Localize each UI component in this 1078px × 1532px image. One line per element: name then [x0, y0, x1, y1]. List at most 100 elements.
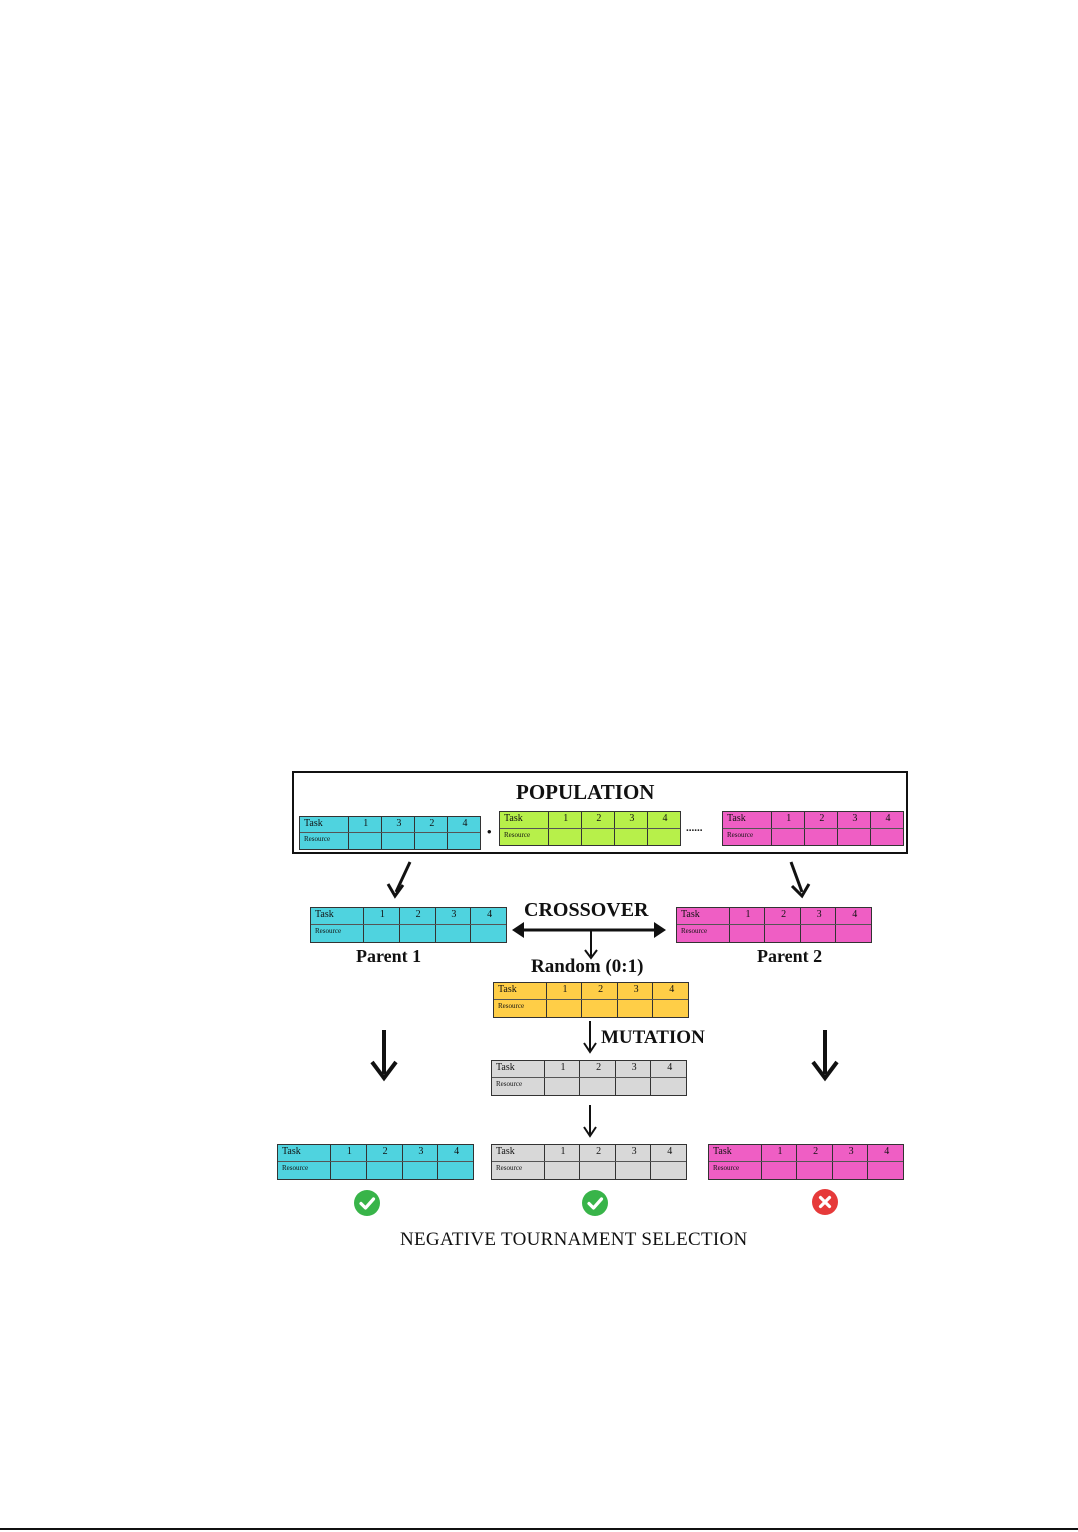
chromosome-resource-cell: [400, 925, 436, 942]
chromosome-resource-cell: [367, 1162, 403, 1179]
chromosome-gene: 1: [349, 817, 382, 832]
chromosome-gene: 2: [582, 812, 615, 828]
chromosome-gene: 4: [667, 1146, 673, 1157]
chromosome-task-label: Task: [709, 1145, 762, 1161]
chromosome-resource-cell: [833, 1162, 869, 1179]
population-title: POPULATION: [516, 780, 655, 804]
chromosome-gene: 2: [797, 1145, 833, 1161]
crossover-arrow-left-head: [512, 922, 524, 938]
arrow-to-parent1-head: [386, 883, 405, 899]
chromosome-gene: 1: [730, 908, 766, 924]
mutation-arrow-head: [583, 1042, 597, 1054]
chromosome-resource-cell: [436, 925, 472, 942]
chromosome-resource-label: Resource: [300, 833, 349, 849]
chromosome-gene: 3: [616, 1145, 652, 1161]
chromosome-gene: 4: [462, 818, 468, 829]
arrow-to-parent2: [789, 861, 804, 893]
chromosome-gene: 2: [580, 1061, 616, 1077]
chromosome-resource-label: Resource: [709, 1162, 762, 1179]
chromosome-gene: 4: [667, 1062, 673, 1073]
crossover-label: CROSSOVER: [524, 899, 649, 921]
chromosome-resource-cell: [331, 1162, 367, 1179]
chromosome-resource-cell: [349, 833, 382, 849]
selection-label: NEGATIVE TOURNAMENT SELECTION: [400, 1229, 748, 1250]
chromosome-task-label: Task: [677, 908, 730, 924]
chromosome-resource-cell: [797, 1162, 833, 1179]
chromosome-task-label: Task: [500, 812, 549, 828]
chromosome-gene: 2: [580, 1145, 616, 1161]
chromosome-task-label: Task: [300, 817, 349, 832]
population-box: [292, 771, 908, 854]
chromosome-task-label: Task: [311, 908, 364, 924]
chromosome-gene: 3: [618, 983, 654, 999]
chromosome-resource-cell: [382, 833, 415, 849]
arrow-to-parent2-head: [790, 883, 811, 899]
chromosome-gene: 2: [415, 817, 448, 832]
chromosome-gene: 1: [331, 1145, 367, 1161]
chromosome-gene: 1: [762, 1145, 798, 1161]
chromosome-gene: 1: [545, 1145, 581, 1161]
chromosome-resource-cell: [805, 828, 838, 845]
chromosome-resource-cell: [615, 828, 648, 845]
chromosome-gene: 1: [545, 1061, 581, 1077]
chromosome-resource-cell: [547, 1000, 583, 1017]
chromosome-task-label: Task: [723, 812, 772, 828]
crossover-arrow-right-head: [654, 922, 666, 938]
chromosome-gene: 2: [400, 908, 436, 924]
chromosome-resource-label: Resource: [494, 1000, 547, 1017]
chromosome-resource-cell: [580, 1162, 616, 1179]
chromosome-gene: 2: [582, 983, 618, 999]
chromosome-gene: 4: [669, 984, 675, 995]
bottom-rule: [0, 1528, 1078, 1530]
selection-arrow-left-head: [370, 1060, 398, 1082]
check-circle-icon: [582, 1190, 608, 1216]
chromosome-gene: 4: [662, 813, 668, 824]
chromosome-resource-cell: [580, 1078, 616, 1095]
chromosome-resource-cell: [403, 1162, 439, 1179]
chromosome-gene: 4: [852, 909, 858, 920]
chromosome-gene: 3: [436, 908, 472, 924]
chromosome-resource-cell: [730, 925, 766, 942]
chromosome-gene: 4: [487, 909, 493, 920]
chromosome-task-label: Task: [492, 1145, 545, 1161]
chromosome-gene: 2: [765, 908, 801, 924]
chromosome-resource-label: Resource: [311, 925, 364, 942]
chromosome-gene: 4: [884, 1146, 890, 1157]
population-separator-ellipsis: ......: [686, 822, 703, 834]
chromosome-task-label: Task: [494, 983, 547, 999]
chromosome-gene: 3: [801, 908, 837, 924]
selection-arrow-center-head: [583, 1126, 597, 1138]
chromosome-gene: 2: [367, 1145, 403, 1161]
chromosome-resource-cell: [364, 925, 400, 942]
chromosome-resource-cell: [616, 1162, 652, 1179]
chromosome-gene: 3: [833, 1145, 869, 1161]
chromosome-resource-label: Resource: [492, 1078, 545, 1095]
chromosome-gene: 3: [616, 1061, 652, 1077]
chromosome-resource-cell: [415, 833, 448, 849]
arrow-to-parent1: [394, 861, 412, 893]
chromosome-resource-label: Resource: [677, 925, 730, 942]
chromosome-resource-cell: [762, 1162, 798, 1179]
chromosome-gene: 3: [615, 812, 648, 828]
selection-arrow-right-head: [811, 1060, 839, 1082]
chromosome-gene: 1: [772, 812, 805, 828]
chromosome-gene: 1: [547, 983, 583, 999]
chromosome-resource-cell: [618, 1000, 654, 1017]
chromosome-resource-label: Resource: [278, 1162, 331, 1179]
chromosome-gene: 1: [364, 908, 400, 924]
chromosome-resource-label: Resource: [500, 828, 549, 845]
chromosome-resource-label: Resource: [723, 828, 772, 845]
chromosome-task-label: Task: [278, 1145, 331, 1161]
check-circle-icon: [354, 1190, 380, 1216]
chromosome-resource-cell: [772, 828, 805, 845]
chromosome-gene: 3: [403, 1145, 439, 1161]
